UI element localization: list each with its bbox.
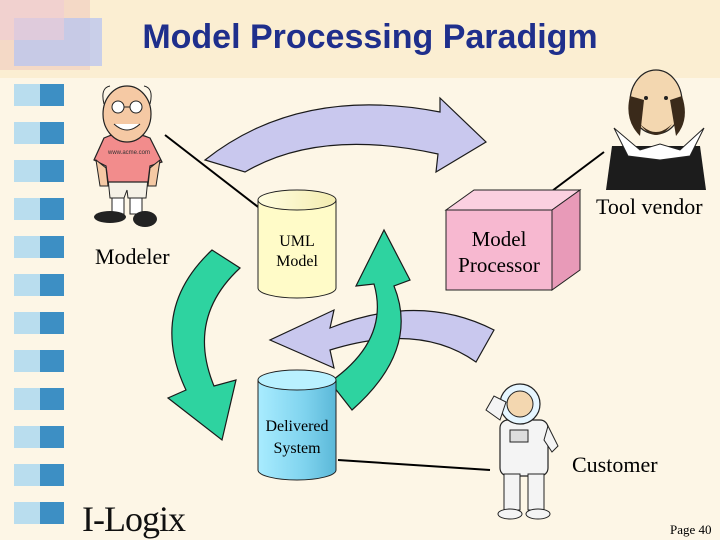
modeler-figure	[93, 85, 163, 227]
page-number: Page 40	[670, 522, 712, 537]
i-logix-logo: I-Logix	[82, 499, 186, 539]
strip-tile-accent	[40, 464, 64, 486]
strip-tile-accent	[40, 350, 64, 372]
strip-tile-accent	[40, 236, 64, 258]
modeler-shirt-text: www.acme.com	[108, 150, 151, 156]
strip-tile-accent	[40, 274, 64, 296]
right-green-arrow	[329, 228, 411, 411]
modeler-link-line	[164, 134, 263, 211]
slide-title: Model Processing Paradigm	[142, 18, 598, 56]
tool-vendor-figure	[606, 69, 706, 190]
strip-tile-accent	[40, 84, 64, 106]
title-bar	[0, 0, 720, 78]
corner-decoration	[0, 0, 102, 70]
left-green-arrow	[166, 249, 241, 442]
uml-model-cylinder	[257, 189, 337, 299]
customer-link-line	[337, 459, 491, 471]
delivered-system-line2: System	[273, 440, 321, 457]
uml-model-line2: Model	[276, 253, 318, 270]
model-processor-line2: Processor	[458, 253, 540, 277]
customer-label: Customer	[572, 452, 658, 477]
model-processor-line1: Model	[471, 227, 527, 251]
delivered-system-line1: Delivered	[265, 418, 329, 435]
customer-figure	[485, 383, 559, 520]
uml-model-line1: UML	[279, 233, 315, 250]
strip-tile-accent	[40, 198, 64, 220]
model-processor-label: Model Processor	[446, 226, 552, 278]
strip-tile-accent	[40, 312, 64, 334]
uml-model-label: UML Model	[258, 232, 336, 272]
strip-tile-accent	[40, 160, 64, 182]
strip-tile-accent	[40, 388, 64, 410]
vendor-link-line	[547, 151, 605, 195]
delivered-system-cylinder	[257, 369, 337, 481]
delivered-system-label: Delivered System	[256, 416, 338, 460]
strip-tile-accent	[40, 122, 64, 144]
tool-vendor-label: Tool vendor	[596, 194, 703, 219]
top-curved-arrow	[203, 96, 487, 174]
modeler-label: Modeler	[95, 244, 170, 269]
strip-tile-accent	[40, 502, 64, 524]
side-strip-decoration	[14, 84, 64, 524]
model-processor-box	[444, 189, 582, 291]
strip-tile-accent	[40, 426, 64, 448]
